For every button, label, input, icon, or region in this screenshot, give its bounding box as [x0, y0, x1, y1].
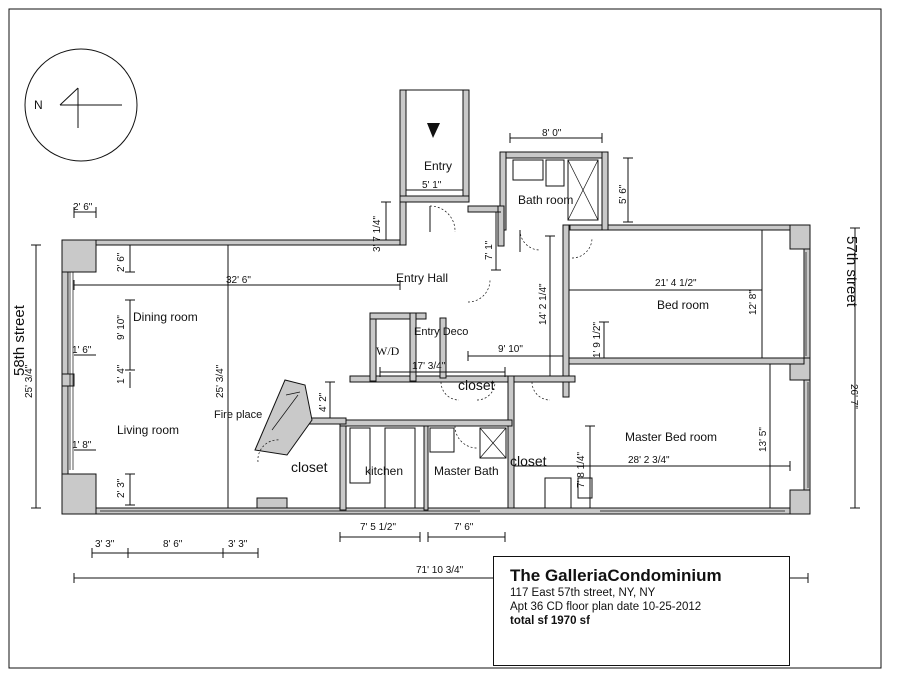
- dim-master-bath-width: 7' 6": [454, 522, 474, 533]
- room-label-bath-room: Bath room: [518, 193, 573, 207]
- dim-hall-9-10: 9' 10": [498, 344, 523, 355]
- room-label-dining-room: Dining room: [133, 310, 198, 324]
- dim-window-8-6: 8' 6": [163, 539, 183, 550]
- dim-corner-top: 2' 6": [73, 202, 93, 213]
- compass-north-label: N: [34, 98, 43, 112]
- room-label-fire-place: Fire place: [214, 409, 262, 421]
- dim-corner-side-top: 2' 6": [116, 252, 127, 272]
- dim-overall-width: 71' 10 3/4": [416, 565, 464, 576]
- title-block-address: 117 East 57th street, NY, NY: [510, 587, 656, 599]
- entry-corridor: [399, 89, 499, 246]
- dim-master-7-8: 7' 8 1/4": [576, 452, 587, 488]
- dim-window-3-3-b: 3' 3": [228, 539, 248, 550]
- title-block-title: The GalleriaCondominium: [510, 566, 722, 585]
- room-label-closet-left: closet: [291, 459, 328, 475]
- dim-bed-width: 21' 4 1/2": [655, 278, 697, 289]
- title-block: The GalleriaCondominium 117 East 57th st…: [493, 556, 790, 666]
- room-label-entry-deco: Entry Deco: [414, 326, 468, 338]
- dim-kitchen-width: 7' 5 1/2": [360, 522, 396, 533]
- exterior-walls: [61, 224, 811, 515]
- dim-living-depth: 25' 3/4": [215, 364, 226, 398]
- dim-dining-width: 32' 6": [226, 275, 251, 286]
- room-label-entry: Entry: [424, 159, 452, 173]
- room-label-master-bed-room: Master Bed room: [625, 430, 717, 444]
- room-label-entry-hall: Entry Hall: [396, 271, 448, 285]
- dim-window-3-3-a: 3' 3": [95, 539, 115, 550]
- room-label-master-bath: Master Bath: [434, 464, 499, 478]
- title-block-total: total sf 1970 sf: [510, 615, 590, 627]
- interior-walls: [254, 205, 805, 511]
- dim-entry-deco-17: 17' 3/4": [412, 361, 446, 372]
- dim-master-depth: 13' 5": [758, 427, 769, 452]
- room-label-closet-center: closet: [458, 377, 495, 393]
- dimension-lines: [31, 133, 860, 583]
- dim-hall-14-2: 14' 2 1/4": [538, 283, 549, 325]
- dim-west-overall: 25' 3/4": [24, 364, 35, 398]
- dim-entry-hall-step: 3' 7 1/4": [372, 216, 383, 252]
- compass-icon: N: [24, 48, 138, 162]
- dim-entry-width: 5' 1": [422, 180, 442, 191]
- room-label-closet-right: closet: [510, 453, 547, 469]
- dim-pier-1-4: 1' 4": [116, 364, 127, 384]
- room-label-bed-room: Bed room: [657, 298, 709, 312]
- dim-pier-1-6: 1' 6": [72, 345, 92, 356]
- dim-bed-depth: 12' 8": [748, 290, 759, 315]
- dim-dining-depth: 9' 10": [116, 315, 127, 340]
- room-label-living-room: Living room: [117, 423, 179, 437]
- dim-bath-width: 8' 0": [542, 128, 562, 139]
- room-label-wd: W/D: [376, 344, 400, 358]
- dim-bath-depth: 5' 6": [618, 184, 629, 204]
- east-street-label: 57th street: [843, 236, 860, 308]
- sheet-border: [8, 8, 882, 669]
- dim-closet-1-9: 1' 9 1/2": [592, 322, 603, 358]
- arrow-down-icon: [427, 123, 440, 138]
- title-block-plan-line: Apt 36 CD floor plan date 10-25-2012: [510, 601, 702, 613]
- west-street-label: 58th street: [11, 304, 28, 376]
- dim-east-overall: 26' 7": [848, 384, 859, 409]
- bath-room-block: [499, 151, 609, 252]
- dim-master-width: 28' 2 3/4": [628, 455, 670, 466]
- dim-corner-bottom: 2' 3": [116, 478, 127, 498]
- dim-fire-4-2: 4' 2": [318, 392, 329, 412]
- dim-pier-1-8: 1' 8": [72, 440, 92, 451]
- room-label-kitchen: kitchen: [365, 464, 403, 478]
- dim-hall-7-1: 7' 1": [484, 240, 495, 260]
